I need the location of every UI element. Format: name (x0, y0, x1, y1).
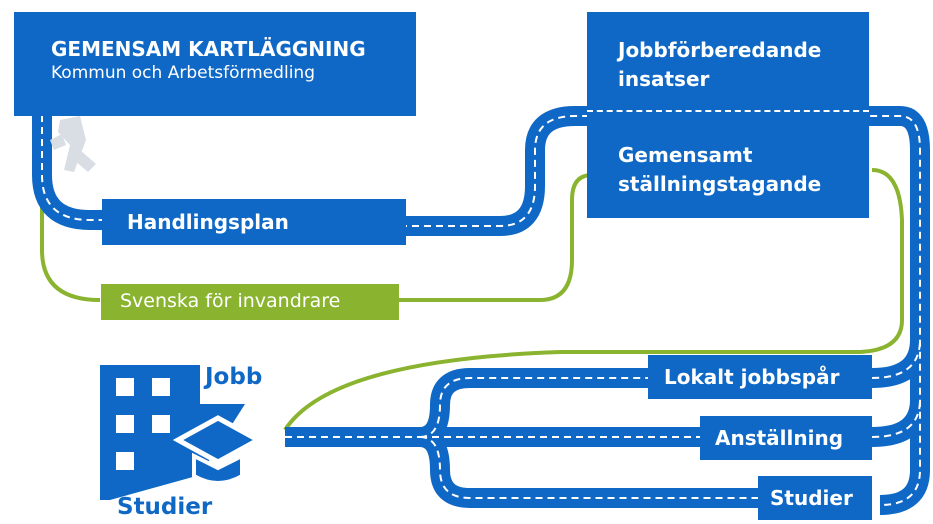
graduation-cap-icon (172, 415, 264, 485)
mapping-subtitle: Kommun och Arbetsförmedling (51, 63, 315, 83)
road-dashes (41, 115, 921, 506)
sfi-label: Svenska för invandrare (120, 290, 341, 312)
outcome-label: Lokalt jobbspår (664, 365, 840, 389)
outcome-studier: Studier (758, 476, 872, 520)
outcome-anstallning: Anställning (700, 416, 872, 460)
mapping-title: GEMENSAM KARTLÄGGNING (51, 37, 366, 61)
sfi-box: Svenska för invandrare (101, 284, 399, 320)
jobb-label: Jobb (205, 364, 263, 390)
outcome-label: Anställning (715, 426, 844, 450)
studier-label: Studier (117, 494, 213, 520)
handlingsplan-label: Handlingsplan (127, 210, 289, 234)
process-line-2: insatser (618, 67, 710, 91)
green-path (40, 150, 904, 432)
process-line-1: Jobbförberedande (618, 38, 822, 62)
handlingsplan-box: Handlingsplan (102, 199, 406, 245)
building-icon (100, 365, 245, 500)
outcome-label: Studier (770, 486, 853, 510)
mapping-box: GEMENSAM KARTLÄGGNING Kommun och Arbetsf… (14, 12, 416, 116)
process-road (587, 110, 869, 114)
process-line-3: Gemensamt (618, 143, 753, 167)
process-box: Jobbförberedande insatser Gemensamt stäl… (587, 12, 869, 218)
outcome-lokalt-jobbspar: Lokalt jobbspår (648, 355, 872, 399)
process-line-4: ställningstagande (618, 172, 822, 196)
